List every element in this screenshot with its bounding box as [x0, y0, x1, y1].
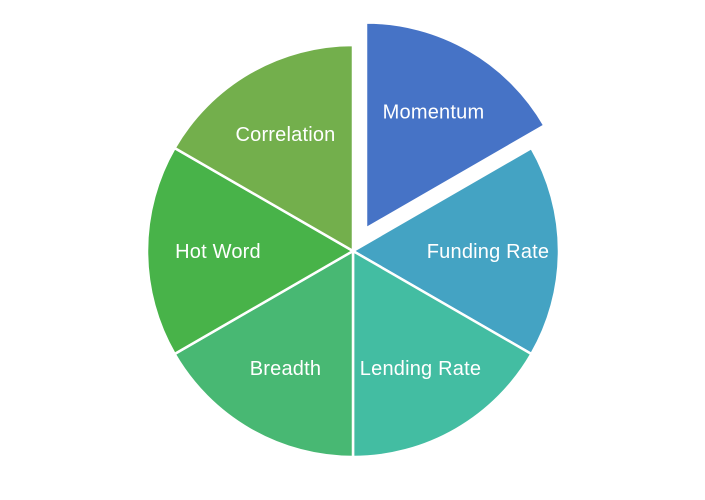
pie-slice-label-correlation: Correlation	[235, 124, 335, 146]
pie-slice-correlation[interactable]	[173, 43, 355, 253]
pie-slice-hot-word[interactable]	[145, 146, 355, 356]
pie-slice-breadth[interactable]	[173, 249, 355, 459]
pie-slice-label-breadth: Breadth	[250, 358, 321, 380]
pie-slice-label-funding-rate: Funding Rate	[427, 241, 549, 263]
pie-slice-label-lending-rate: Lending Rate	[360, 358, 481, 380]
pie-slice-momentum[interactable]	[364, 21, 546, 230]
pie-slice-label-hot-word: Hot Word	[175, 241, 261, 263]
pie-slice-funding-rate[interactable]	[351, 146, 561, 356]
pie-slice-lending-rate[interactable]	[351, 249, 533, 459]
pie-slice-label-momentum: Momentum	[383, 102, 485, 124]
